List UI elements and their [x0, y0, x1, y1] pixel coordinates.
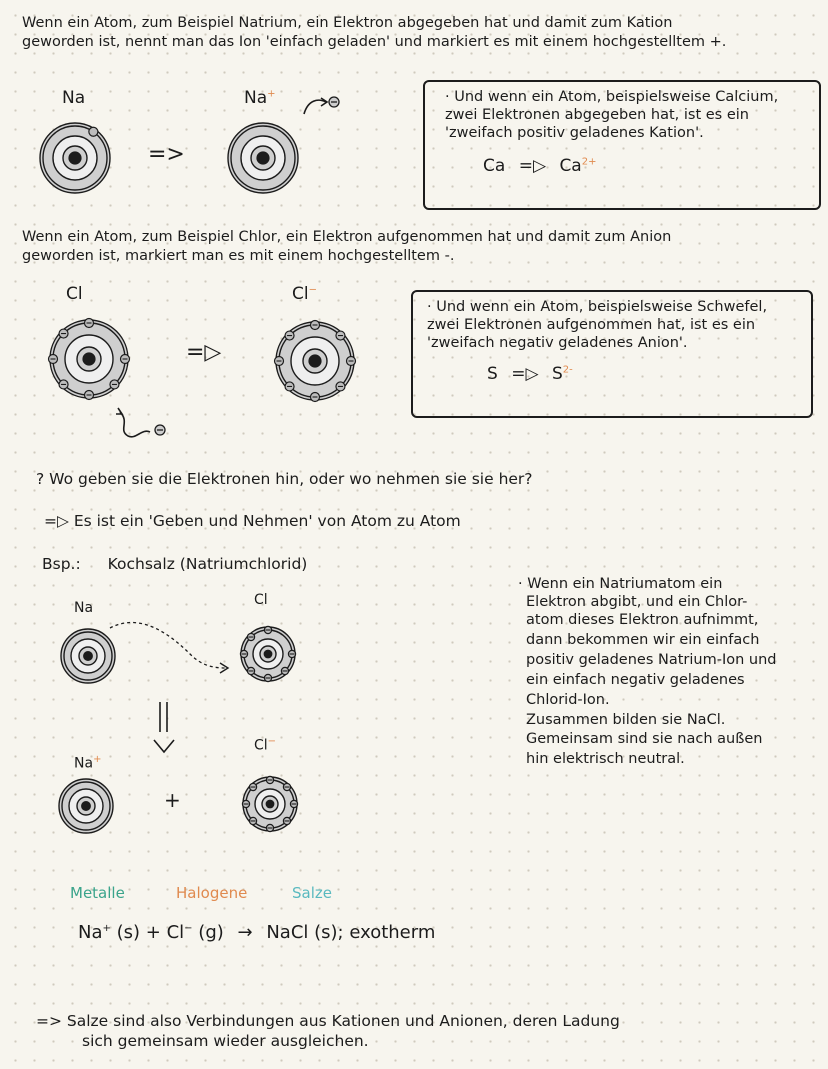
explanation-line-4: dann bekommen wir ein einfach — [526, 632, 760, 648]
conclusion-line-1: => Salze sind also Verbindungen aus Kati… — [36, 1012, 620, 1030]
calcium-equation: Ca =▷ Ca2+ — [483, 156, 807, 176]
atom-nucleus — [83, 651, 93, 661]
example-line: Bsp.: Kochsalz (Natriumchlorid) — [42, 555, 307, 573]
explanation-line-8: Zusammen bilden sie NaCl. — [526, 712, 726, 728]
nacl-na-ion — [58, 778, 114, 834]
s-ion: S — [551, 364, 563, 384]
calcium-box-line-1: · Und wenn ein Atom, beispielsweise Calc… — [445, 89, 779, 105]
atom-nucleus — [265, 799, 275, 809]
question-text: ? Wo geben sie die Elektronen hin, oder … — [36, 470, 533, 488]
explanation-line-1: · Wenn ein Natriumatom ein — [518, 576, 723, 592]
ca-atom: Ca — [483, 156, 506, 176]
intro-line-2: geworden ist, nennt man das Ion 'einfach… — [22, 34, 727, 50]
s-atom: S — [487, 364, 498, 384]
electron — [88, 126, 99, 137]
ca-ion: Ca — [559, 156, 582, 176]
nacl-plus: + — [164, 788, 181, 812]
example-prefix: Bsp.: — [42, 555, 81, 573]
explanation-line-3: atom dieses Elektron aufnimmt, — [526, 612, 759, 628]
explanation-line-6: ein einfach negativ geladenes — [526, 672, 745, 688]
na-ion-label: Na+ — [244, 88, 276, 108]
calcium-box-line-3: 'zweifach positiv geladenes Kation'. — [445, 125, 704, 141]
sulfur-box-line-3: 'zweifach negativ geladenes Anion'. — [427, 335, 688, 351]
explanation-line-9: Gemeinsam sind sie nach außen — [526, 731, 763, 747]
sulfur-box-line-1: · Und wenn ein Atom, beispielsweise Schw… — [427, 299, 768, 315]
explanation-line-10: hin elektrisch neutral. — [526, 751, 685, 767]
atom-nucleus — [81, 801, 91, 811]
atom-nucleus — [68, 151, 82, 165]
nacl-cl-atom — [239, 625, 297, 683]
conclusion-line-2: sich gemeinsam wieder ausgleichen. — [82, 1032, 369, 1050]
intro-line-1: Wenn ein Atom, zum Beispiel Natrium, ein… — [22, 15, 673, 31]
eq-product: NaCl (s); exotherm — [266, 922, 436, 943]
explanation-line-7: Chlorid-Ion. — [526, 692, 610, 708]
incoming-electron-arrow — [116, 407, 166, 438]
chlorine-intro-line-1: Wenn ein Atom, zum Beispiel Chlor, ein E… — [22, 229, 672, 245]
atom-nucleus — [82, 352, 96, 366]
na-ion-charge: + — [267, 88, 276, 100]
sulfur-box: · Und wenn ein Atom, beispielsweise Schw… — [411, 290, 813, 418]
reaction-down-arrow — [153, 702, 175, 754]
na-ion-symbol: Na — [244, 88, 268, 108]
nacl-cl-ion-charge: − — [267, 736, 277, 747]
s-arrow: =▷ — [511, 364, 539, 384]
sulfur-equation: S =▷ S2- — [487, 364, 799, 384]
explanation-line-5: positiv geladenes Natrium-Ion und — [526, 652, 777, 668]
nacl-cl-ion-symbol: Cl — [254, 737, 268, 754]
eq-na-charge: + — [102, 923, 111, 934]
atom-nucleus — [263, 649, 273, 659]
nacl-cl-ion — [241, 775, 299, 833]
chlorine-intro-line-2: geworden ist, markiert man es mit einem … — [22, 248, 455, 264]
nacl-na-ion-label: Na+ — [74, 754, 101, 772]
nacl-cl-ion-label: Cl− — [254, 736, 276, 754]
nacl-na-label: Na — [74, 600, 94, 616]
eq-na-state: (s) + — [116, 922, 161, 943]
s-charge: 2- — [562, 364, 573, 376]
eq-cl-state: (g) — [198, 922, 224, 943]
legend-halogens: Halogene — [176, 884, 248, 902]
reaction-equation: Na+ (s) + Cl− (g) → NaCl (s); exotherm — [78, 922, 435, 943]
eq-cl: Cl — [166, 922, 185, 943]
explanation-line-2: Elektron abgibt, und ein Chlor- — [526, 594, 748, 610]
calcium-box: · Und wenn ein Atom, beispielsweise Calc… — [423, 80, 821, 210]
example-text: Kochsalz (Natriumchlorid) — [107, 555, 308, 573]
sulfur-box-line-2: zwei Elektronen aufgenommen hat, ist es … — [427, 317, 756, 333]
na-ion-diagram — [227, 122, 299, 194]
cl-ion-label: Cl− — [292, 284, 317, 304]
nacl-na-ion-charge: + — [93, 754, 102, 765]
atom-nucleus — [256, 151, 270, 165]
eq-cl-charge: − — [184, 923, 193, 934]
answer-text: =▷ Es ist ein 'Geben und Nehmen' von Ato… — [44, 512, 461, 530]
ca-arrow: =▷ — [518, 156, 547, 176]
nacl-na-ion-symbol: Na — [74, 755, 94, 772]
cl-ion-charge: − — [308, 284, 317, 296]
cl-arrow: =▷ — [186, 340, 222, 365]
cl-ion-symbol: Cl — [292, 284, 309, 304]
cl-ion-diagram — [273, 319, 357, 403]
electron-transfer-arrow — [109, 621, 230, 674]
legend-metals: Metalle — [70, 884, 125, 902]
eq-na: Na — [78, 922, 103, 943]
na-atom-diagram — [39, 122, 111, 194]
na-arrow: => — [148, 142, 185, 167]
ca-charge: 2+ — [581, 156, 597, 168]
nacl-na-atom — [60, 628, 116, 684]
cl-atom-diagram — [47, 317, 131, 401]
na-atom-label: Na — [62, 88, 86, 108]
calcium-box-line-2: zwei Elektronen abgegeben hat, ist es ei… — [445, 107, 749, 123]
released-electron-arrow — [303, 96, 340, 115]
atom-nucleus — [308, 354, 322, 368]
eq-arrow: → — [237, 922, 253, 943]
nacl-cl-label: Cl — [254, 592, 268, 608]
cl-atom-label: Cl — [66, 284, 83, 304]
legend-salts: Salze — [292, 884, 332, 902]
